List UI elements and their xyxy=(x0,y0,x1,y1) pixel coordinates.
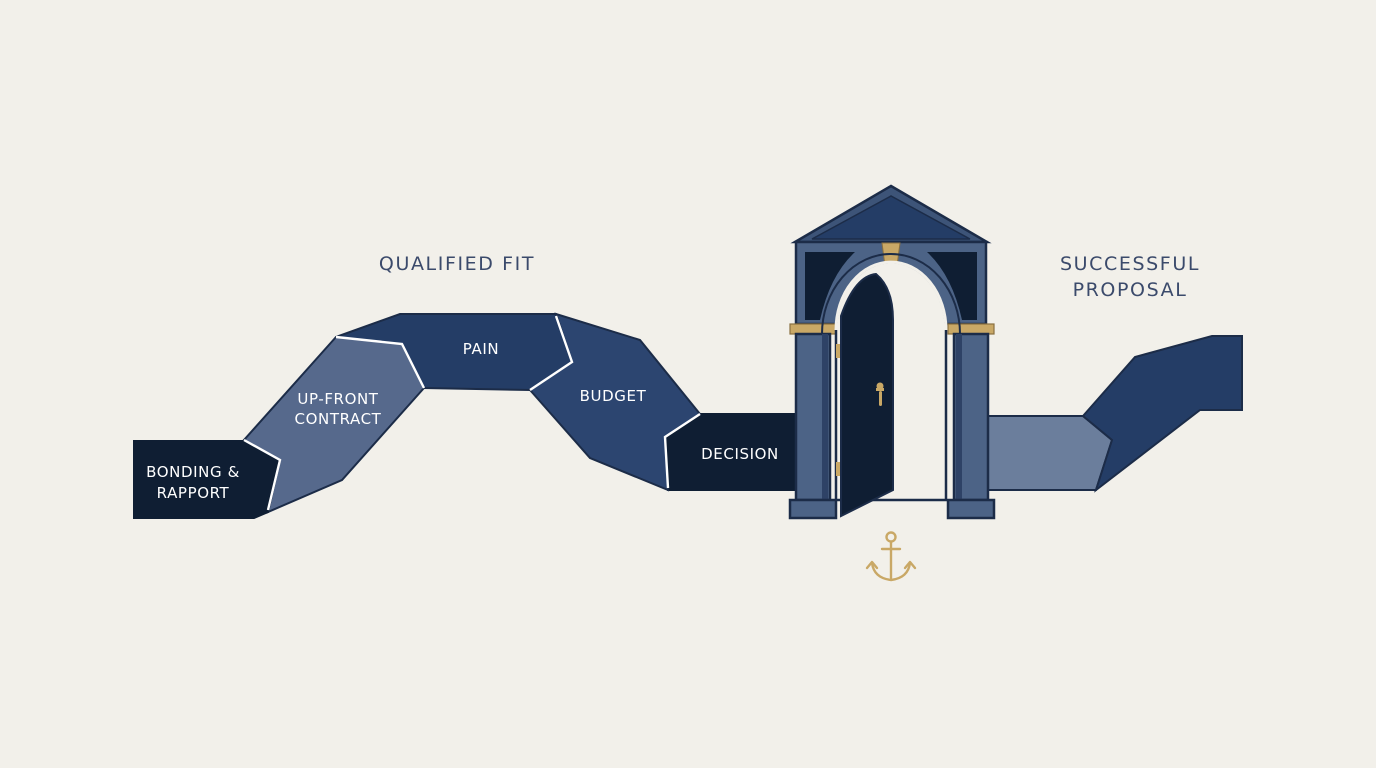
path-segment-after-gate-dark xyxy=(1081,335,1243,493)
segment-divider xyxy=(335,335,426,389)
segment-divider xyxy=(663,412,701,489)
budget-label: BUDGET xyxy=(580,387,647,405)
path-segment-after-gate-light xyxy=(979,415,1114,491)
segment-divider xyxy=(529,315,574,391)
open-door-icon xyxy=(840,272,894,518)
anchor-icon xyxy=(865,531,917,582)
door-hinge xyxy=(836,462,842,476)
door-hinge xyxy=(836,344,842,358)
bonding-rapport-label-line2: RAPPORT xyxy=(157,484,230,502)
upfront-contract-label-line1: UP-FRONT xyxy=(297,390,378,408)
upfront-contract-label-line2: CONTRACT xyxy=(295,410,382,428)
bonding-rapport-label-line1: BONDING & xyxy=(146,463,240,481)
pain-label: PAIN xyxy=(463,340,499,358)
segment-divider xyxy=(243,438,282,511)
successful-proposal-heading-line2: PROPOSAL xyxy=(1073,279,1188,301)
qualified-fit-heading: QUALIFIED FIT xyxy=(379,253,535,275)
successful-proposal-heading-line1: SUCCESSFUL xyxy=(1060,253,1200,275)
decision-label: DECISION xyxy=(701,445,779,463)
